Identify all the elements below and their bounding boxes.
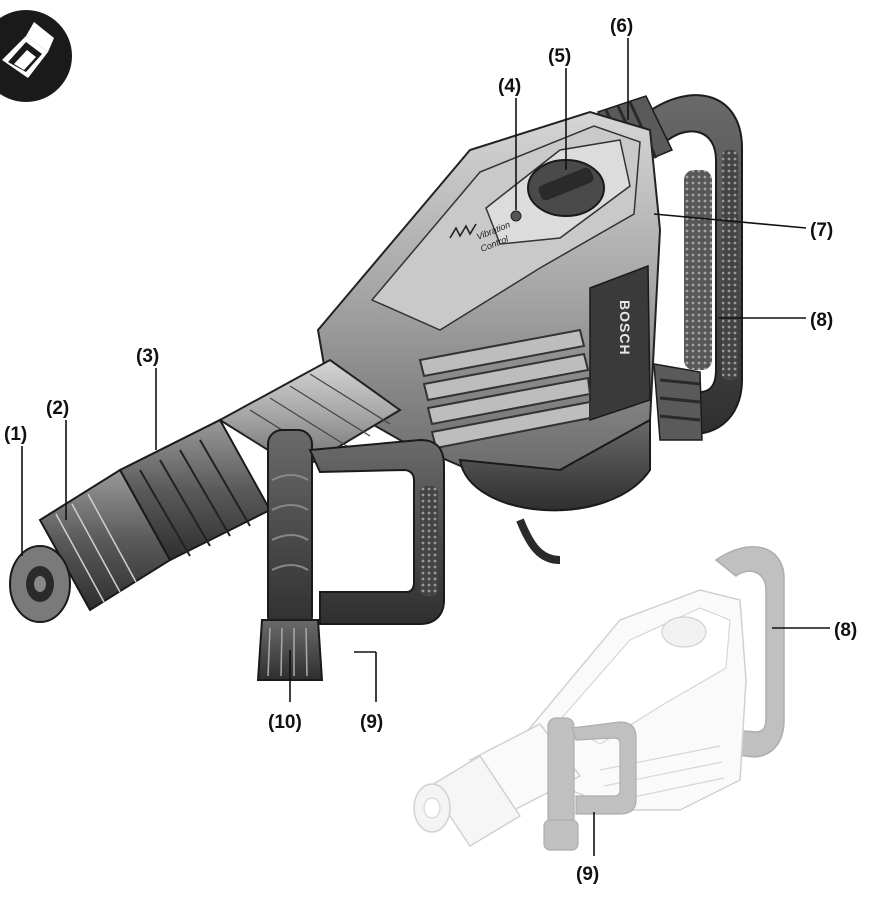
brand-logo: BOSCH: [617, 300, 633, 356]
label-6: (6): [610, 16, 633, 37]
auxiliary-handle: [308, 438, 445, 625]
label-1: (1): [4, 424, 27, 445]
label-8-ghost: (8): [834, 620, 857, 641]
ghost-rear-handle: [714, 545, 785, 758]
label-4: (4): [498, 76, 521, 97]
label-10: (10): [268, 712, 302, 733]
label-9-ghost: (9): [576, 864, 599, 885]
label-5: (5): [548, 46, 571, 67]
label-8: (8): [810, 310, 833, 331]
label-7: (7): [810, 220, 833, 241]
label-3: (3): [136, 346, 159, 367]
indicator: [510, 210, 522, 222]
ghost-auxiliary-handle: [571, 721, 637, 815]
label-9: (9): [360, 712, 383, 733]
book-icon: [0, 10, 72, 102]
label-2: (2): [46, 398, 69, 419]
demolition-hammer: Vibration Control BOSCH: [9, 94, 743, 681]
ghost-hammer: [413, 545, 785, 851]
leader-lines: [21, 38, 830, 856]
